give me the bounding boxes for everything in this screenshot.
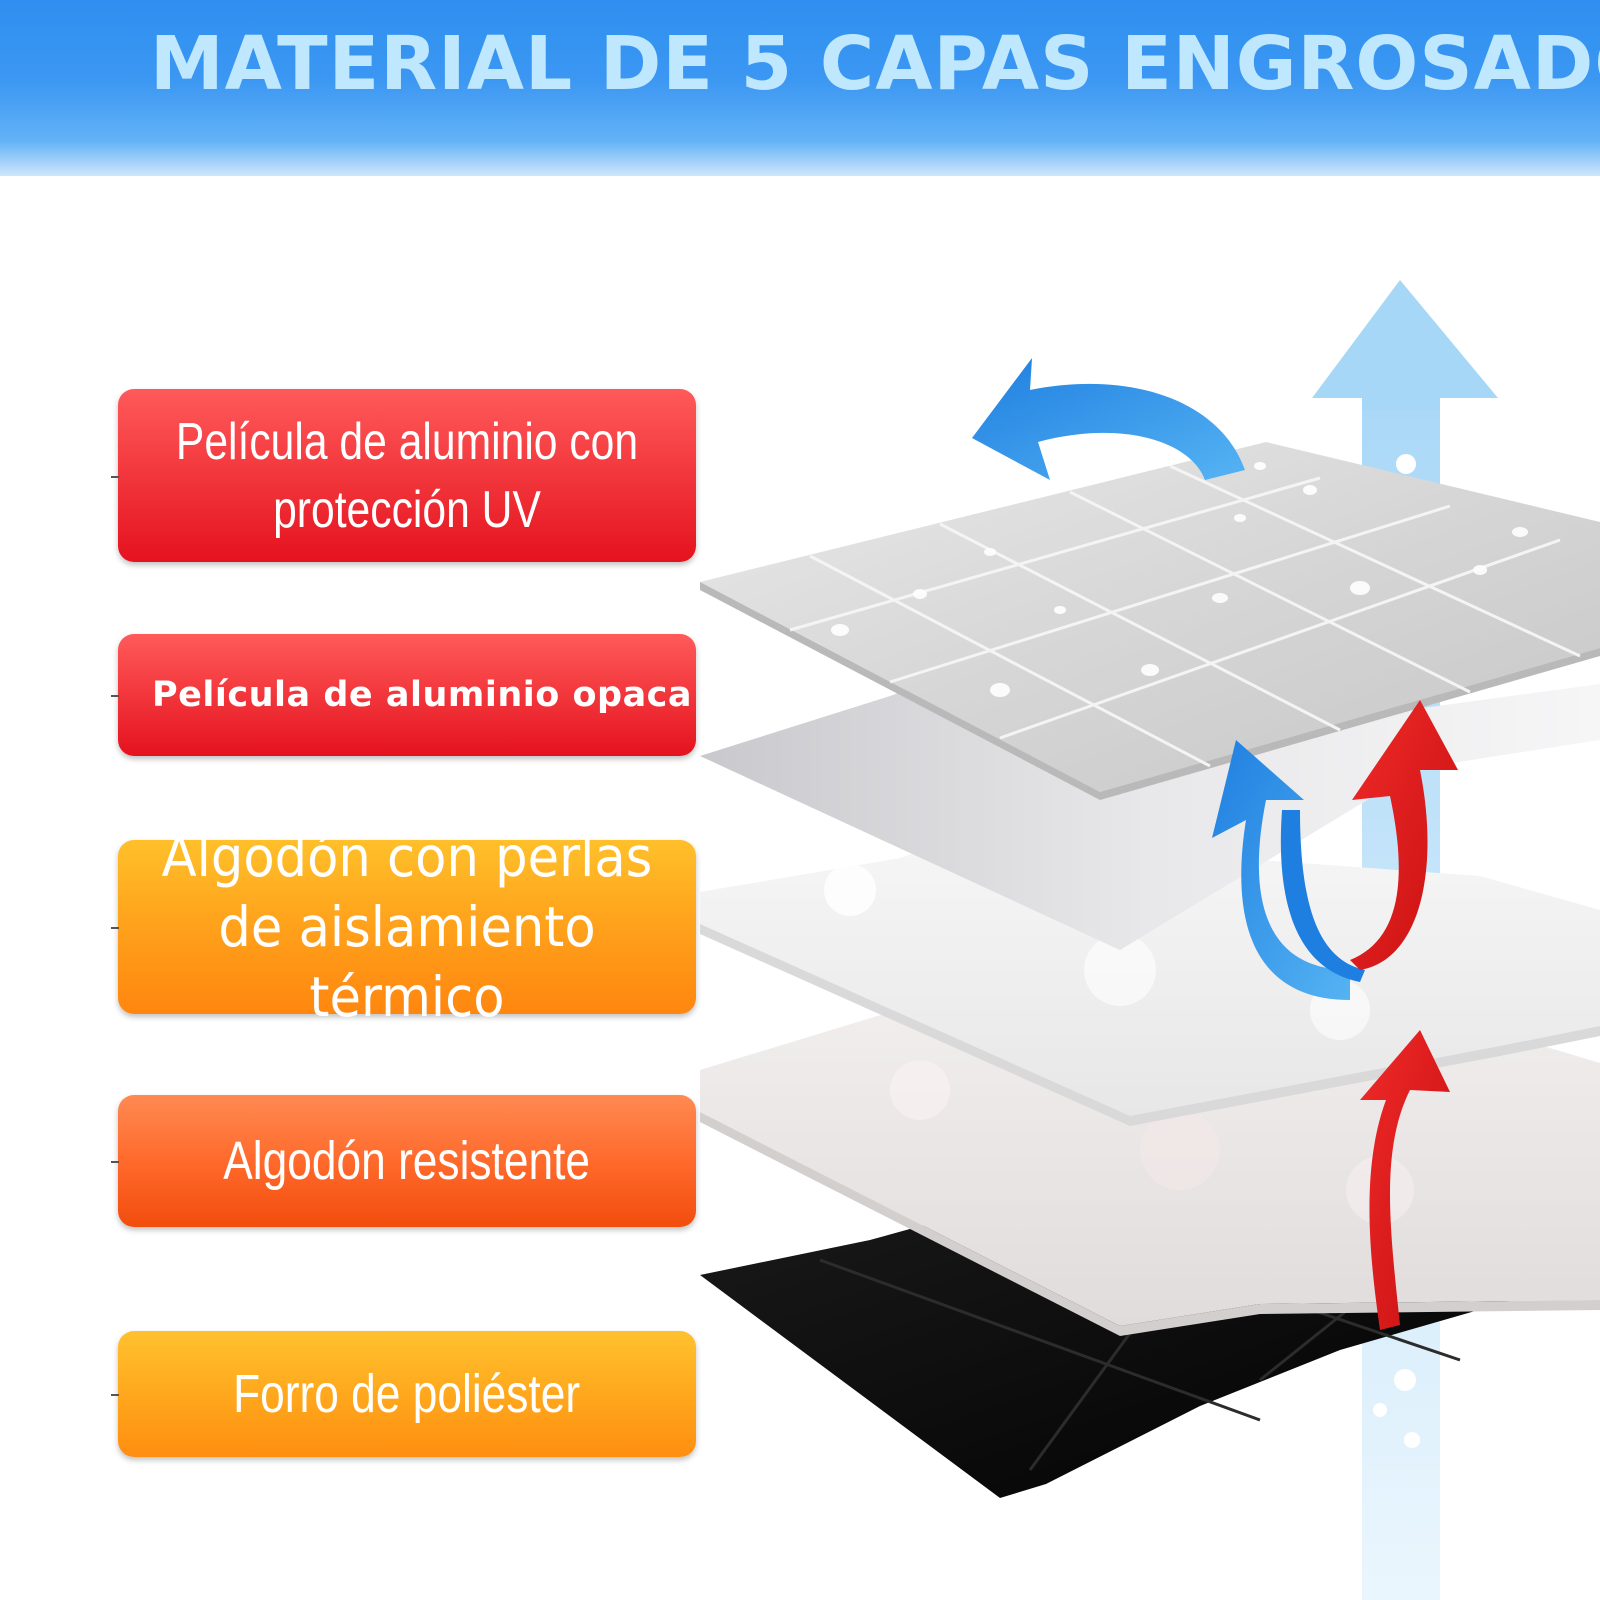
layer-label-resistant-cotton: Algodón resistente	[111, 1095, 696, 1227]
blue-u-arrow-icon	[1212, 740, 1365, 1000]
opaque-aluminum-layer	[700, 674, 1600, 950]
page-title: MATERIAL DE 5 CAPAS ENGROSADO	[150, 21, 1600, 107]
pearl-cotton-layer	[700, 816, 1600, 1126]
layer-label-text: Forro de poliéster	[233, 1363, 581, 1424]
quilted-aluminum-layer	[700, 442, 1600, 800]
red-up-arrow-icon	[1360, 1030, 1450, 1330]
blue-reflect-arrow-icon	[972, 358, 1245, 480]
layer-label-uv-aluminum: Película de aluminio con protección UV	[111, 389, 696, 562]
red-u-arrow-icon	[1350, 700, 1458, 970]
layer-label-text: Algodón con perlas de aislamiento térmic…	[161, 825, 653, 1029]
layers-illustration	[700, 280, 1600, 1600]
layer-label-text: Película de aluminio opaca	[152, 675, 693, 715]
layer-label-text: Película de aluminio con protección UV	[175, 412, 639, 539]
header-banner: MATERIAL DE 5 CAPAS ENGROSADO	[0, 0, 1600, 176]
layer-label-text: Algodón resistente	[223, 1130, 591, 1191]
layer-label-pearl-cotton: Algodón con perlas de aislamiento térmic…	[111, 825, 696, 1029]
layer-label-polyester-lining: Forro de poliéster	[111, 1331, 696, 1457]
layer-label-opaque-aluminum: Película de aluminio opaca	[111, 634, 696, 756]
